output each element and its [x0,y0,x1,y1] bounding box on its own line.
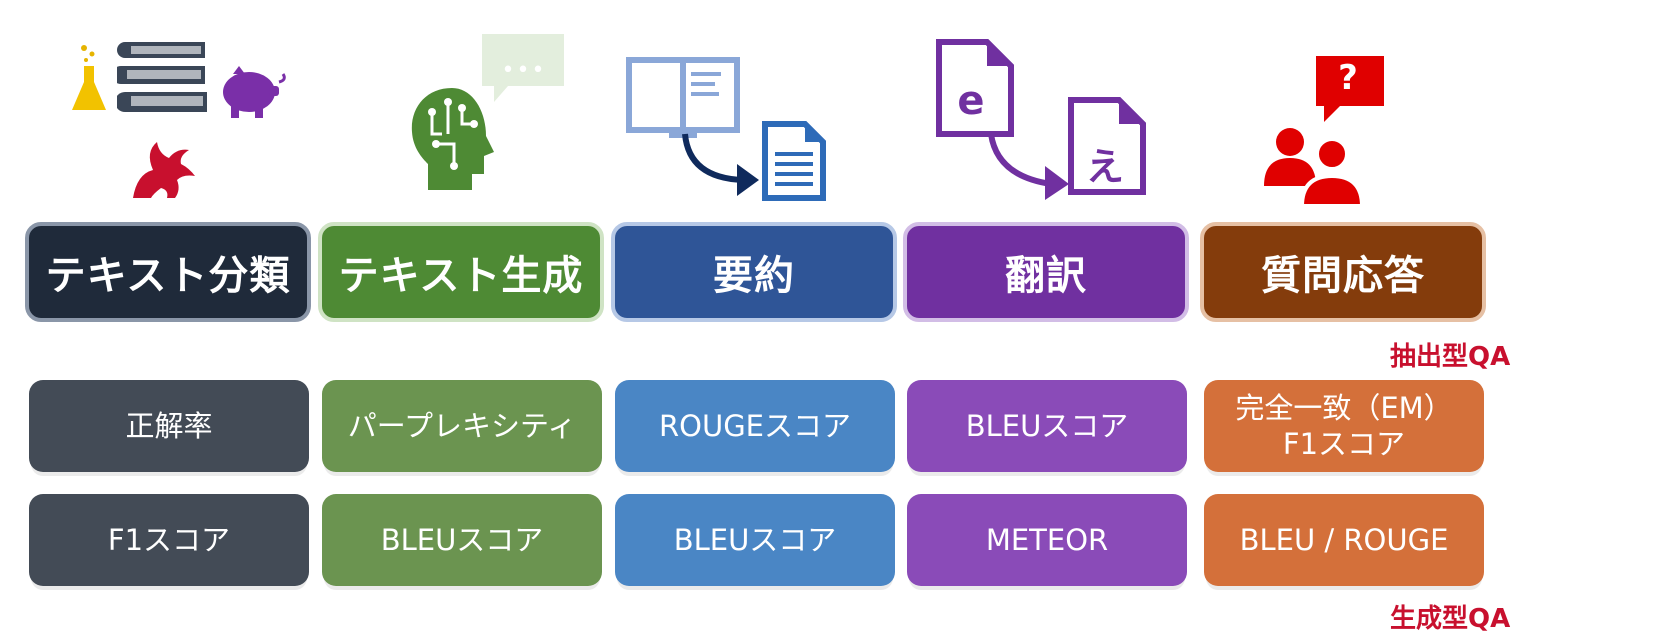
arrow-icon [988,133,1069,200]
metric-accuracy: 正解率 [29,380,309,472]
task-header: テキスト分類 [25,222,311,322]
task-header: 要約 [611,222,897,322]
metric-f1: F1スコア [1282,427,1406,461]
column-translation: e え 翻訳 BLEUスコア METEOR [903,0,1193,640]
people-icon [1264,128,1365,208]
flask-icon [72,45,106,110]
task-header: 翻訳 [903,222,1189,322]
document-icon [762,121,826,201]
metric-meteor: METEOR [907,494,1187,586]
metric-f1: F1スコア [29,494,309,586]
metric-bleu: BLEUスコア [615,494,895,586]
dragon-icon [133,142,195,198]
column-question-answering: ? 質問応答 完全一致（EM） F1スコア BLEU / ROUGE [1200,0,1490,640]
metric-bleu-rouge: BLEU / ROUGE [1204,494,1484,586]
arrow-icon [682,133,759,196]
metric-perplexity: パープレキシティ [322,380,602,472]
document-jp-glyph: え [1085,145,1124,189]
icon-group: ••• [318,20,608,220]
task-header: テキスト生成 [318,222,604,322]
icon-group [611,20,901,220]
column-summarization: 要約 ROUGEスコア BLEUスコア [611,0,901,640]
speech-bubble-icon [482,34,564,102]
icon-group [25,20,315,220]
metric-em-f1: 完全一致（EM） F1スコア [1204,380,1484,472]
metric-bleu: BLEUスコア [907,380,1187,472]
extractive-qa-note: 抽出型QA [1390,342,1511,372]
piggy-bank-icon [223,66,286,118]
ai-head-icon [411,88,494,190]
document-e-icon [936,39,1014,137]
books-icon [117,42,207,112]
metric-bleu: BLEUスコア [322,494,602,586]
document-e-glyph: e [957,78,985,124]
generative-qa-note: 生成型QA [1390,604,1511,634]
column-text-generation: ••• テキスト生成 パープレキシティ BLEUスコア [318,0,608,640]
metric-rouge: ROUGEスコア [615,380,895,472]
question-bubble-icon [1316,56,1384,122]
icon-group: e え [903,20,1193,220]
open-book-icon [626,57,740,138]
speech-dots-glyph: ••• [501,58,547,83]
metric-em: 完全一致（EM） [1235,391,1453,425]
icon-group: ? [1200,20,1490,220]
task-header: 質問応答 [1200,222,1486,322]
document-e-jp-icon [1068,97,1146,195]
question-glyph: ? [1338,58,1358,98]
column-text-classification: テキスト分類 正解率 F1スコア [25,0,315,640]
